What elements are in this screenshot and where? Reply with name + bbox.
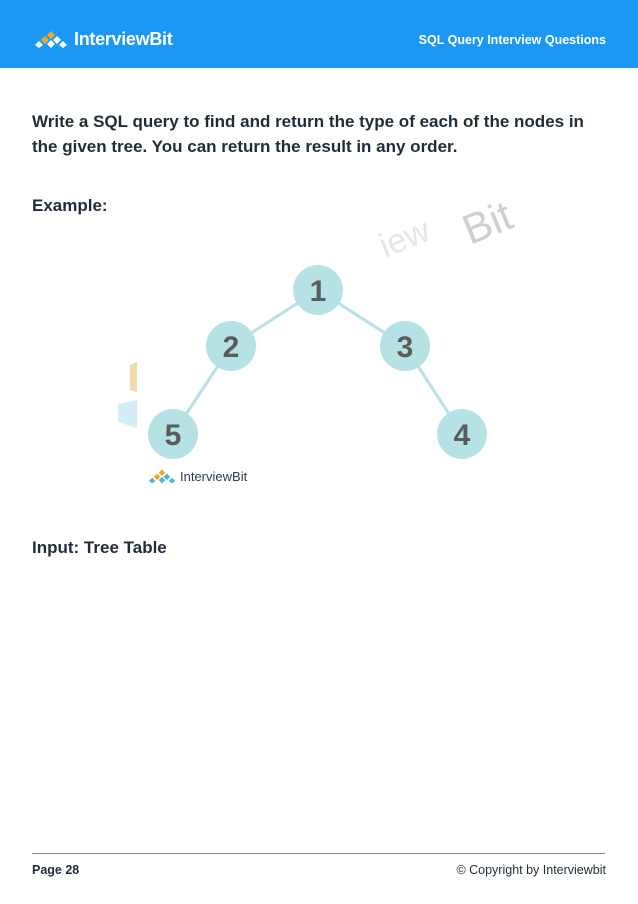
- node-label: 5: [165, 419, 182, 452]
- watermark-text-faded: iew: [374, 211, 436, 266]
- example-heading: Example:: [32, 196, 108, 215]
- tree-node-1: 1: [293, 265, 343, 315]
- copyright-notice: © Copyright by Interviewbit: [456, 863, 606, 877]
- document-title: SQL Query Interview Questions: [418, 33, 606, 47]
- brand-name: InterviewBit: [74, 28, 173, 49]
- footer-divider: [32, 853, 605, 854]
- watermark-text: Bit: [456, 191, 519, 253]
- watermark-shape: [130, 362, 137, 392]
- node-label: 3: [397, 331, 414, 364]
- page-number: Page 28: [32, 863, 80, 877]
- interviewbit-logo-icon: [35, 31, 67, 48]
- node-label: 2: [223, 331, 240, 364]
- node-label: 4: [454, 419, 471, 452]
- watermark-shape: [118, 400, 137, 428]
- page-header: InterviewBit SQL Query Interview Questio…: [0, 0, 638, 68]
- brand-logo: InterviewBit: [34, 26, 173, 52]
- tree-node-3: 3: [380, 321, 430, 371]
- tree-node-5: 5: [148, 409, 198, 459]
- question-text: Write a SQL query to find and return the…: [32, 112, 584, 156]
- input-heading: Input: Tree Table: [32, 538, 167, 557]
- figure-watermark-text: InterviewBit: [180, 468, 248, 484]
- figure-watermark-logo: InterviewBit: [148, 468, 247, 484]
- interviewbit-logo-icon: [148, 469, 176, 484]
- tree-node-2: 2: [206, 321, 256, 371]
- tree-node-4: 4: [437, 409, 487, 459]
- node-label: 1: [310, 275, 327, 308]
